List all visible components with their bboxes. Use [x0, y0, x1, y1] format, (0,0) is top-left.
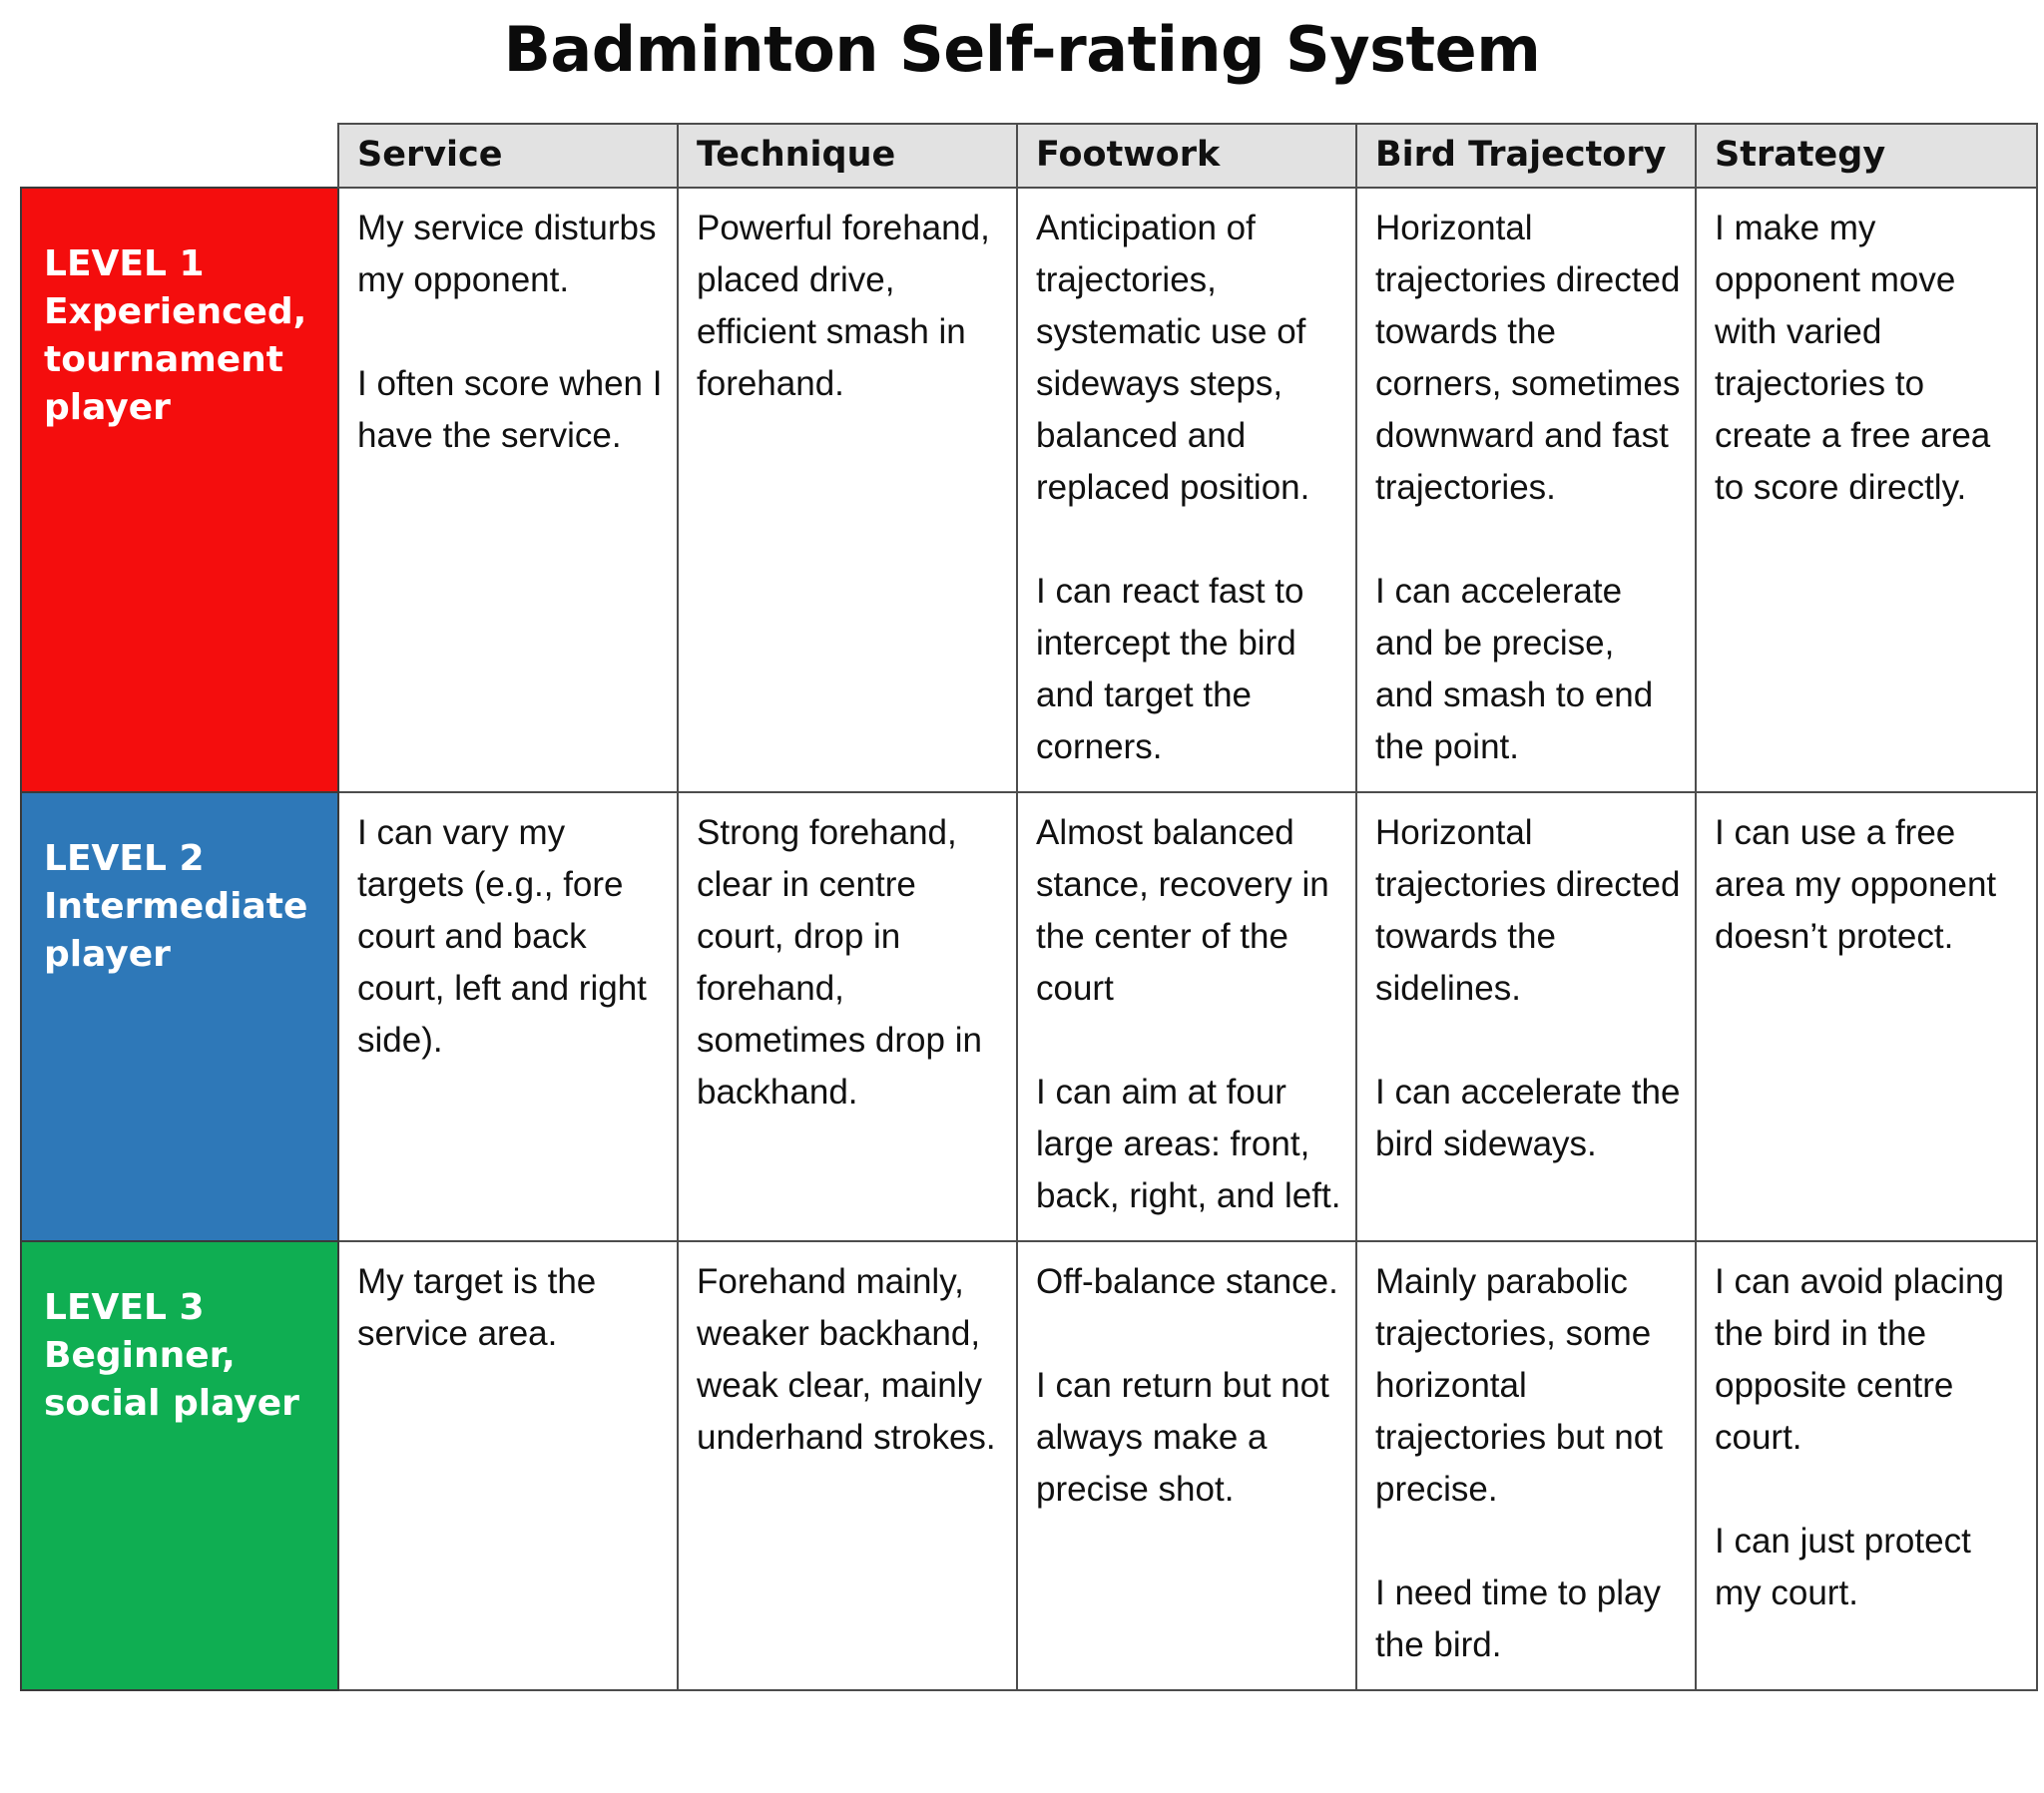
- column-header-service: Service: [337, 123, 679, 189]
- level-cell-1: LEVEL 1 Experienced, tournament player: [20, 187, 339, 793]
- level-title: LEVEL 1: [44, 243, 205, 284]
- level-title: LEVEL 3: [44, 1287, 205, 1328]
- cell-paragraph: I can vary my targets (e.g., fore court …: [357, 813, 647, 1060]
- cell-paragraph: I can just protect my court.: [1715, 1522, 1971, 1612]
- cell-level3-service: My target is the service area.: [337, 1240, 679, 1691]
- table-row: LEVEL 2 Intermediate player I can vary m…: [20, 791, 2038, 1242]
- level-cell-2: LEVEL 2 Intermediate player: [20, 791, 339, 1242]
- cell-paragraph: Horizontal trajectories directed towards…: [1375, 813, 1681, 1008]
- cell-level1-technique: Powerful forehand, placed drive, efficie…: [677, 187, 1018, 793]
- cell-level1-strategy: I make my opponent move with varied traj…: [1695, 187, 2038, 793]
- level-badge-2: LEVEL 2 Intermediate player: [22, 793, 337, 1240]
- cell-level1-bird-trajectory: Horizontal trajectories directed towards…: [1355, 187, 1697, 793]
- cell-paragraph: I can use a free area my opponent doesn’…: [1715, 813, 1997, 956]
- table-header-row: Service Technique Footwork Bird Trajecto…: [21, 123, 2038, 189]
- cell-paragraph: I can react fast to intercept the bird a…: [1036, 572, 1304, 766]
- table-row: LEVEL 1 Experienced, tournament player M…: [20, 187, 2038, 793]
- cell-level2-service: I can vary my targets (e.g., fore court …: [337, 791, 679, 1242]
- column-header-strategy: Strategy: [1695, 123, 2038, 189]
- cell-paragraph: I can avoid placing the bird in the oppo…: [1715, 1262, 2004, 1457]
- level-title: LEVEL 2: [44, 838, 205, 879]
- cell-level2-technique: Strong forehand, clear in centre court, …: [677, 791, 1018, 1242]
- level-description: Experienced, tournament player: [44, 291, 307, 428]
- cell-level3-footwork: Off-balance stance. I can return but not…: [1016, 1240, 1357, 1691]
- cell-level3-strategy: I can avoid placing the bird in the oppo…: [1695, 1240, 2038, 1691]
- cell-paragraph: Anticipation of trajectories, systematic…: [1036, 209, 1310, 507]
- cell-paragraph: Horizontal trajectories directed towards…: [1375, 209, 1681, 507]
- table-corner-cell: [21, 124, 338, 188]
- cell-paragraph: Forehand mainly, weaker backhand, weak c…: [697, 1262, 996, 1457]
- column-header-technique: Technique: [677, 123, 1018, 189]
- cell-paragraph: Almost balanced stance, recovery in the …: [1036, 813, 1329, 1008]
- table-body: LEVEL 1 Experienced, tournament player M…: [20, 187, 2038, 1691]
- cell-paragraph: Powerful forehand, placed drive, efficie…: [697, 209, 990, 403]
- level-badge-1: LEVEL 1 Experienced, tournament player: [22, 189, 337, 791]
- cell-paragraph: I often score when I have the service.: [357, 364, 663, 455]
- rating-table-container: Service Technique Footwork Bird Trajecto…: [0, 123, 2044, 1691]
- table-header: Service Technique Footwork Bird Trajecto…: [21, 123, 2038, 189]
- cell-level2-footwork: Almost balanced stance, recovery in the …: [1016, 791, 1357, 1242]
- cell-paragraph: I need time to play the bird.: [1375, 1573, 1661, 1664]
- cell-paragraph: Off-balance stance.: [1036, 1262, 1338, 1301]
- cell-level2-bird-trajectory: Horizontal trajectories directed towards…: [1355, 791, 1697, 1242]
- level-cell-3: LEVEL 3 Beginner, social player: [20, 1240, 339, 1691]
- cell-level1-footwork: Anticipation of trajectories, systematic…: [1016, 187, 1357, 793]
- level-description: Beginner, social player: [44, 1335, 299, 1424]
- page-title: Badminton Self-rating System: [503, 13, 1541, 86]
- cell-paragraph: My service disturbs my opponent.: [357, 209, 657, 299]
- level-description: Intermediate player: [44, 886, 308, 975]
- cell-level2-strategy: I can use a free area my opponent doesn’…: [1695, 791, 2038, 1242]
- table-row: LEVEL 3 Beginner, social player My targe…: [20, 1240, 2038, 1691]
- cell-paragraph: I can accelerate and be precise, and sma…: [1375, 572, 1654, 766]
- cell-paragraph: I can aim at four large areas: front, ba…: [1036, 1073, 1341, 1215]
- cell-level3-technique: Forehand mainly, weaker backhand, weak c…: [677, 1240, 1018, 1691]
- cell-paragraph: Mainly parabolic trajectories, some hori…: [1375, 1262, 1663, 1509]
- column-header-bird-trajectory: Bird Trajectory: [1355, 123, 1697, 189]
- level-badge-3: LEVEL 3 Beginner, social player: [22, 1242, 337, 1689]
- cell-paragraph: I make my opponent move with varied traj…: [1715, 209, 1991, 507]
- badminton-rating-table: Service Technique Footwork Bird Trajecto…: [20, 123, 2038, 1691]
- cell-level3-bird-trajectory: Mainly parabolic trajectories, some hori…: [1355, 1240, 1697, 1691]
- cell-paragraph: I can accelerate the bird sideways.: [1375, 1073, 1681, 1163]
- column-header-footwork: Footwork: [1016, 123, 1357, 189]
- cell-level1-service: My service disturbs my opponent. I often…: [337, 187, 679, 793]
- cell-paragraph: I can return but not always make a preci…: [1036, 1366, 1329, 1509]
- cell-paragraph: Strong forehand, clear in centre court, …: [697, 813, 982, 1112]
- cell-paragraph: My target is the service area.: [357, 1262, 597, 1353]
